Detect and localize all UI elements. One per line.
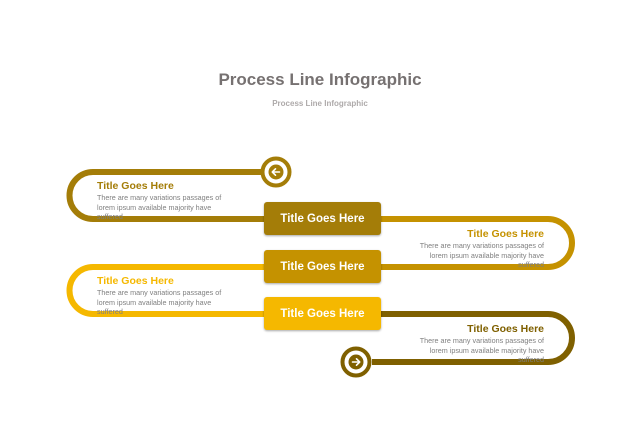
process-box-1-label: Title Goes Here	[280, 212, 365, 225]
track-segment-1	[66, 169, 266, 222]
process-box-3-label: Title Goes Here	[280, 307, 365, 320]
step-4: Title Goes Here There are many variation…	[404, 323, 544, 365]
process-box-1: Title Goes Here	[264, 202, 381, 235]
step-2: Title Goes Here There are many variation…	[404, 228, 544, 270]
step-1: Title Goes Here There are many variation…	[97, 180, 237, 222]
process-box-3: Title Goes Here	[264, 297, 381, 330]
step-3-title: Title Goes Here	[97, 275, 174, 287]
process-box-2: Title Goes Here	[264, 250, 381, 283]
step-2-title: Title Goes Here	[467, 228, 544, 240]
step-4-title: Title Goes Here	[467, 323, 544, 335]
page-title: Process Line Infographic	[218, 70, 422, 89]
track-segment-2	[266, 216, 575, 270]
step-4-text: There are many variations passages of lo…	[419, 336, 544, 364]
step-3: Title Goes Here There are many variation…	[97, 275, 237, 317]
step-1-text: There are many variations passages of lo…	[97, 193, 222, 221]
arrow-right-circle-icon	[340, 346, 372, 378]
arrow-left-circle-icon	[260, 156, 292, 188]
step-3-text: There are many variations passages of lo…	[97, 288, 222, 316]
step-1-title: Title Goes Here	[97, 180, 174, 192]
page-subtitle: Process Line Infographic	[272, 99, 368, 108]
track-segment-4	[372, 311, 575, 365]
step-2-text: There are many variations passages of lo…	[419, 241, 544, 269]
process-box-2-label: Title Goes Here	[280, 260, 365, 273]
track-segment-3	[66, 264, 266, 317]
